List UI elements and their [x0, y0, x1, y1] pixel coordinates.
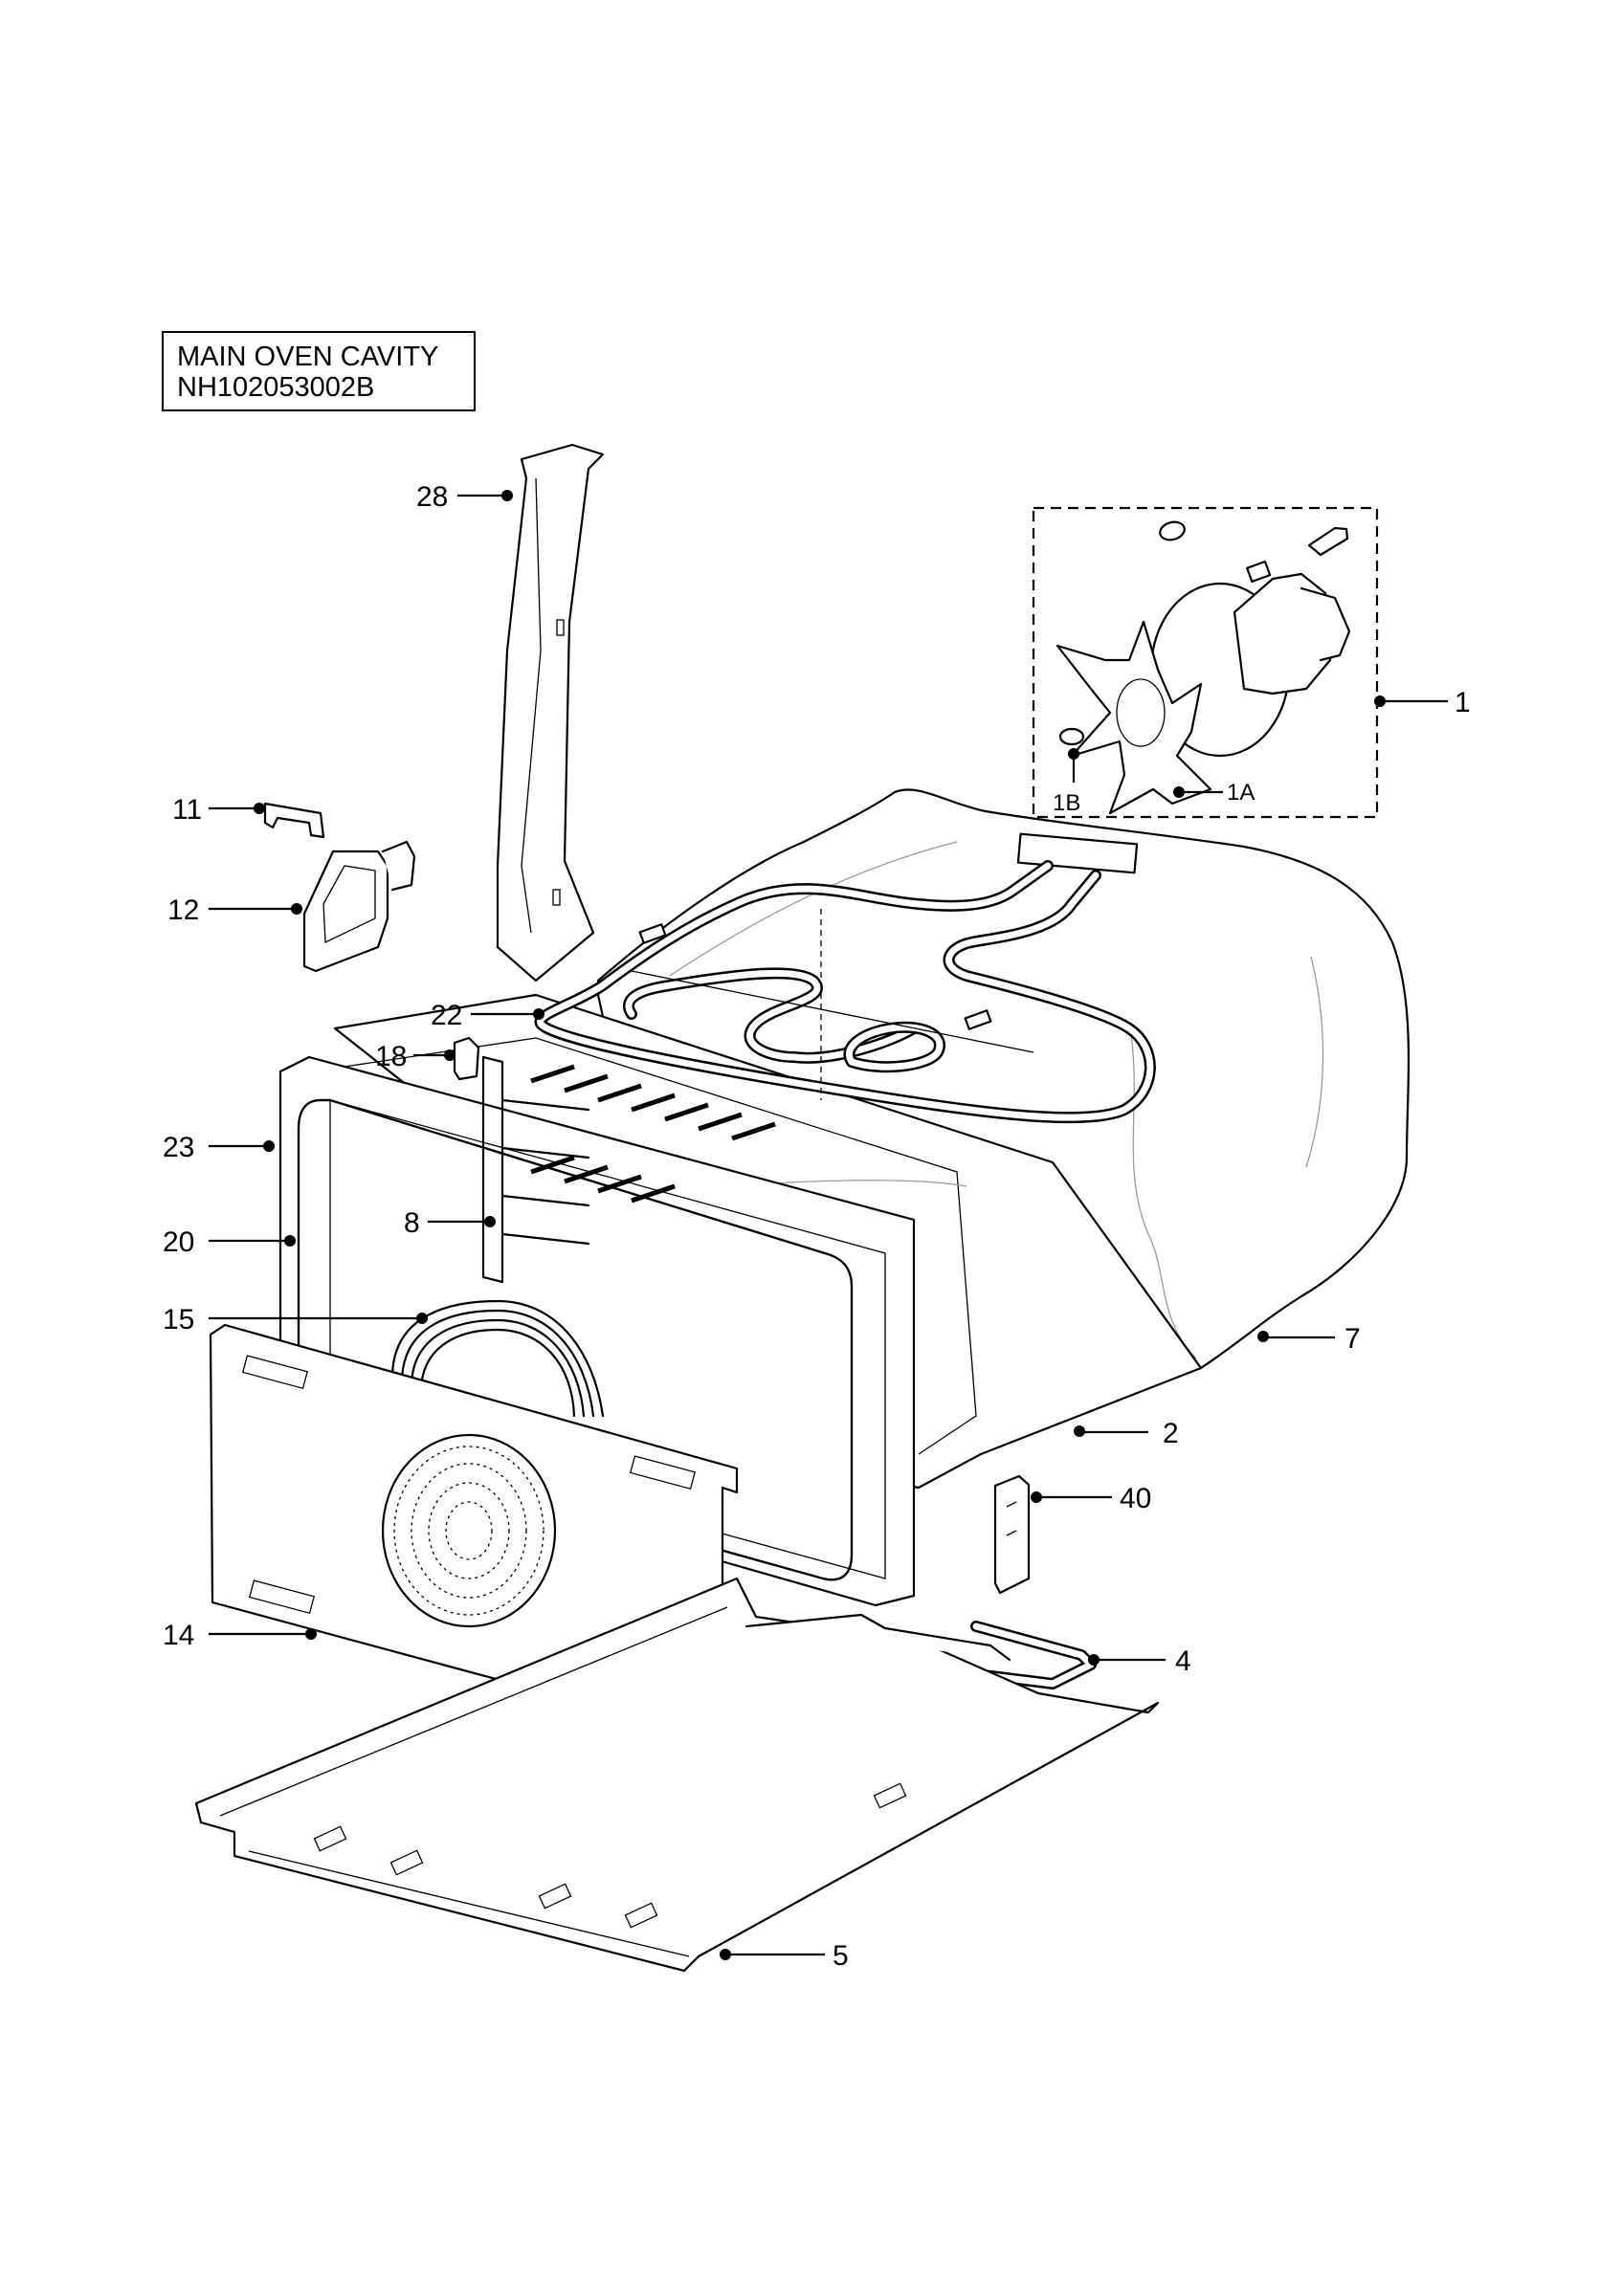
callout-11: 11 — [172, 794, 265, 826]
fan-washer — [1058, 727, 1085, 746]
callout-2: 2 — [1074, 1418, 1179, 1449]
oven-lamp — [302, 840, 416, 973]
callout-28: 28 — [416, 481, 513, 513]
callout-14: 14 — [163, 1620, 317, 1651]
callout-label: 8 — [404, 1207, 420, 1239]
callout-label: 11 — [172, 794, 202, 826]
diagram-part-number: NH102053002B — [177, 372, 375, 403]
title-box: MAIN OVEN CAVITY NH102053002B — [162, 331, 476, 411]
base-panel — [194, 1577, 1160, 1973]
callout-label: 7 — [1344, 1323, 1361, 1355]
callout-label: 18 — [375, 1041, 407, 1072]
callout-label: 4 — [1175, 1645, 1191, 1677]
lamp-cover-clip — [263, 802, 325, 839]
callout-18: 18 — [375, 1041, 455, 1072]
door-seal — [297, 1098, 854, 1581]
rear-panel — [496, 443, 605, 982]
callout-label: 14 — [163, 1620, 194, 1651]
callout-40: 40 — [1031, 1483, 1151, 1514]
callout-1B: 1B — [1053, 748, 1080, 816]
shelf-supports — [481, 1055, 776, 1284]
callout-label: 1 — [1455, 687, 1471, 718]
circular-fan-element — [390, 1299, 605, 1418]
callout-22: 22 — [431, 1000, 544, 1031]
callout-4: 4 — [1088, 1645, 1191, 1677]
callout-5: 5 — [720, 1940, 849, 1972]
callout-label: 2 — [1163, 1418, 1179, 1449]
callout-label: 12 — [167, 894, 199, 926]
callout-20: 20 — [163, 1226, 296, 1258]
callout-label: 28 — [416, 481, 448, 513]
callout-label: 23 — [163, 1132, 194, 1163]
callout-label: 20 — [163, 1226, 194, 1258]
fan-screw — [1307, 526, 1349, 557]
callout-label: 40 — [1120, 1483, 1151, 1514]
callout-label: 15 — [163, 1304, 194, 1336]
callout-23: 23 — [163, 1132, 275, 1163]
callout-label: 5 — [833, 1940, 849, 1972]
fan-assembly — [1032, 506, 1379, 819]
diagram-title: MAIN OVEN CAVITY — [177, 342, 439, 372]
callout-label: 22 — [431, 1000, 462, 1031]
callout-label: 1B — [1053, 790, 1080, 816]
callout-1A: 1A — [1173, 780, 1255, 806]
callout-1: 1 — [1374, 687, 1471, 718]
callout-15: 15 — [163, 1304, 428, 1336]
callout-label: 1A — [1227, 780, 1255, 806]
fan-blade — [1055, 620, 1212, 815]
door-catch-bracket — [993, 1474, 1031, 1595]
grill-element — [534, 832, 1156, 1124]
fan-nut — [1159, 520, 1186, 541]
probe-bracket — [453, 1036, 480, 1081]
callout-7: 7 — [1257, 1323, 1361, 1355]
callout-12: 12 — [167, 894, 302, 926]
callout-8: 8 — [404, 1207, 496, 1239]
